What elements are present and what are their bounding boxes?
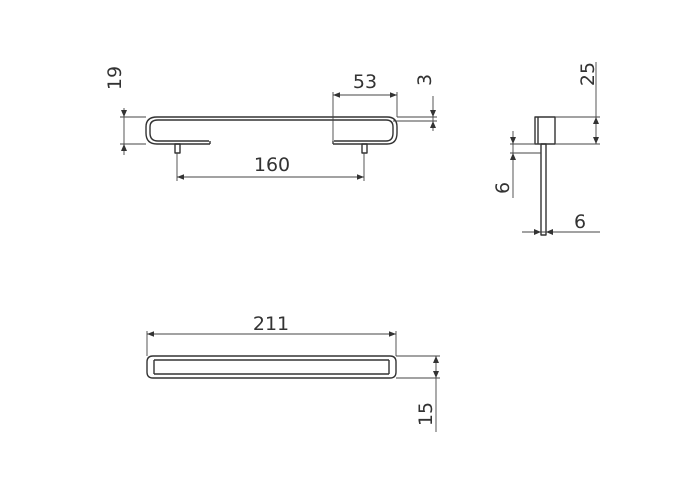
dim-mount-label: 53 — [353, 71, 377, 93]
dim-side-height-label: 25 — [577, 62, 599, 86]
dim-pin-height-label: 6 — [492, 182, 514, 194]
dim-depth-arrow-bottom — [433, 371, 439, 378]
rail-inner-outline — [149, 119, 394, 142]
dim-height-arrow-bottom — [121, 144, 127, 151]
dim-pin-height-arrow-top — [510, 137, 516, 144]
dim-thickness-arrow-top — [430, 110, 436, 117]
dim-thickness-arrow-bottom — [430, 121, 436, 128]
dim-thickness-label: 3 — [414, 74, 436, 86]
dim-pin-width-arrow-left — [534, 229, 541, 235]
dim-length-label: 211 — [253, 313, 289, 335]
dim-pin-height-arrow-bottom — [510, 153, 516, 160]
dim-depth-arrow-top — [433, 356, 439, 363]
left-mounting-pin — [174, 143, 181, 154]
rail-outline — [145, 116, 398, 145]
dim-side-height-arrow-top — [593, 117, 599, 124]
dim-pin-width-arrow-right — [546, 229, 553, 235]
dim-pins-label: 160 — [254, 154, 290, 176]
front-view: 19 53 3 160 — [104, 66, 437, 181]
dim-height-label: 19 — [104, 66, 126, 90]
dim-height-arrow-top — [121, 110, 127, 117]
top-view: 211 15 — [146, 313, 440, 432]
side-pin — [540, 143, 547, 236]
dim-side-height-arrow-bottom — [593, 137, 599, 144]
side-view: 25 6 6 — [492, 62, 600, 236]
top-rail-outline — [146, 355, 397, 379]
dim-depth-label: 15 — [415, 402, 437, 426]
right-mounting-pin — [361, 143, 368, 154]
dim-pin-width-label: 6 — [574, 211, 586, 233]
